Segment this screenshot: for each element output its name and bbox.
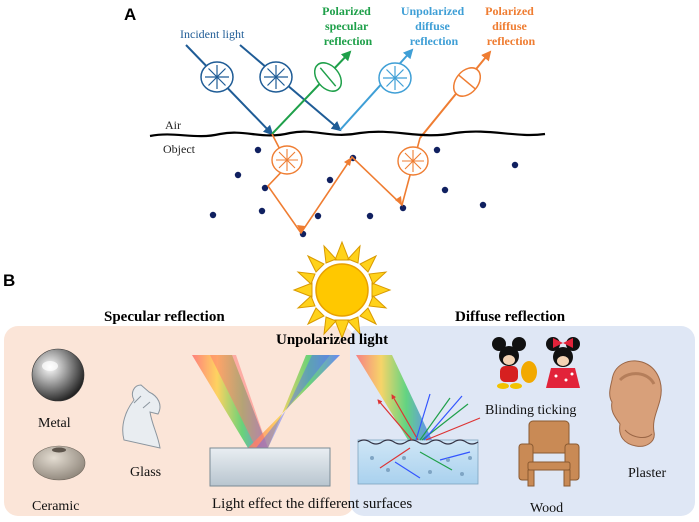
object-label: Object xyxy=(163,142,196,156)
plaster-bust xyxy=(609,360,662,447)
unpolarized-symbol-1 xyxy=(200,61,234,93)
plaster-label: Plaster xyxy=(628,466,666,481)
glass-horse-sculpture xyxy=(122,384,161,449)
unpolarized-symbol-2 xyxy=(259,61,293,93)
glass-label: Glass xyxy=(130,465,161,480)
incident-beam-1 xyxy=(185,44,274,136)
unpolarized-light-label: Unpolarized light xyxy=(276,332,388,348)
panel-a-letter: A xyxy=(124,5,136,24)
blinding-ticking-label: Blinding ticking xyxy=(485,403,576,418)
subsurface-polarization-symbol-1 xyxy=(271,145,303,175)
polarized-specular-symbol xyxy=(313,62,343,92)
diffuse-heading: Diffuse reflection xyxy=(455,309,566,325)
polarized-specular-label: Polarized specular reflection xyxy=(322,4,374,48)
subsurface-particles xyxy=(209,146,519,238)
ceramic-label: Ceramic xyxy=(32,499,79,514)
surface-particles xyxy=(370,456,472,476)
air-object-boundary xyxy=(149,130,546,138)
polarized-diffuse-symbol xyxy=(452,67,482,97)
wood-label: Wood xyxy=(530,501,563,516)
scattered-rays xyxy=(377,393,481,479)
metal-sphere xyxy=(31,348,85,402)
air-label: Air xyxy=(165,118,181,132)
unpolarized-diffuse-symbol xyxy=(378,62,412,94)
subsurface-polarization-symbol-2 xyxy=(397,146,429,176)
polarized-diffuse-label: Polarized diffuse reflection xyxy=(485,4,537,48)
incident-beam-2 xyxy=(239,44,342,132)
metal-label: Metal xyxy=(38,416,71,431)
ceramic-vessel xyxy=(32,445,86,481)
mirror-surface xyxy=(209,447,331,487)
unpolarized-diffuse-label: Unpolarized diffuse reflection xyxy=(401,4,467,48)
specular-reflection-beam xyxy=(271,50,352,135)
incident-light-label: Incident light xyxy=(180,27,245,41)
panel-b-letter: B xyxy=(3,271,15,290)
plush-toys xyxy=(492,337,580,389)
specular-heading: Specular reflection xyxy=(104,309,225,325)
sun-icon xyxy=(292,240,392,340)
wooden-chair xyxy=(518,420,580,487)
polarized-diffuse-beam xyxy=(419,50,492,139)
specular-light-beams xyxy=(192,355,340,448)
surfaces-caption: Light effect the different surfaces xyxy=(212,496,412,512)
